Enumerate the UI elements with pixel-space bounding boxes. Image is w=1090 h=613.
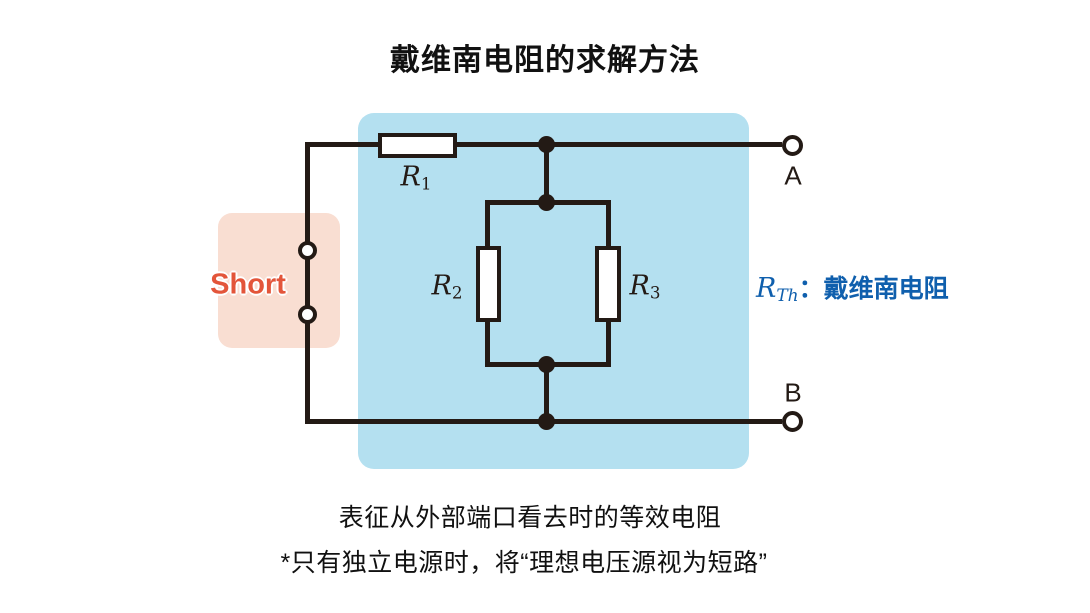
junction-dot-parallel-bottom xyxy=(538,356,555,373)
terminal-b-label: B xyxy=(784,377,802,408)
page-title: 戴维南电阻的求解方法 xyxy=(390,44,700,77)
note-line1: 表征从外部端口看去时的等效电阻 xyxy=(338,504,722,532)
resistor-r1-label: R1 xyxy=(401,162,432,193)
r3-symbol: R xyxy=(629,270,650,302)
rth-symbol: R xyxy=(756,273,777,304)
junction-dot-bottom xyxy=(538,413,555,430)
r2-subscript: 2 xyxy=(451,282,463,303)
thevenin-network-highlight xyxy=(358,113,749,469)
wire-center-upper xyxy=(544,145,549,205)
r3-subscript: 3 xyxy=(649,282,661,303)
short-label: Short xyxy=(210,268,286,301)
rth-text: 戴维南电阻 xyxy=(823,275,949,303)
wire-center-lower xyxy=(544,362,549,422)
resistor-r3-body xyxy=(595,246,621,322)
r2-symbol: R xyxy=(431,270,452,302)
short-highlight xyxy=(218,213,340,348)
rth-subscript: Th xyxy=(776,286,799,306)
resistor-r1-body xyxy=(378,133,457,158)
resistor-r2-label: R2 xyxy=(432,271,463,302)
terminal-a-label: A xyxy=(784,160,802,191)
terminal-a-circle xyxy=(782,135,803,156)
junction-dot-parallel-top xyxy=(538,194,555,211)
r1-symbol: R xyxy=(400,161,421,193)
source-terminal-lower xyxy=(298,305,317,324)
terminal-b-circle xyxy=(782,411,803,432)
note-line2: *只有独立电源时，将“理想电压源视为短路” xyxy=(280,549,768,577)
resistor-r3-label: R3 xyxy=(630,271,661,302)
junction-dot-top xyxy=(538,136,555,153)
rth-separator: ： xyxy=(798,275,824,303)
r1-subscript: 1 xyxy=(420,173,432,194)
wire-left xyxy=(305,142,310,424)
resistor-r2-body xyxy=(476,246,501,322)
source-terminal-upper xyxy=(298,241,317,260)
